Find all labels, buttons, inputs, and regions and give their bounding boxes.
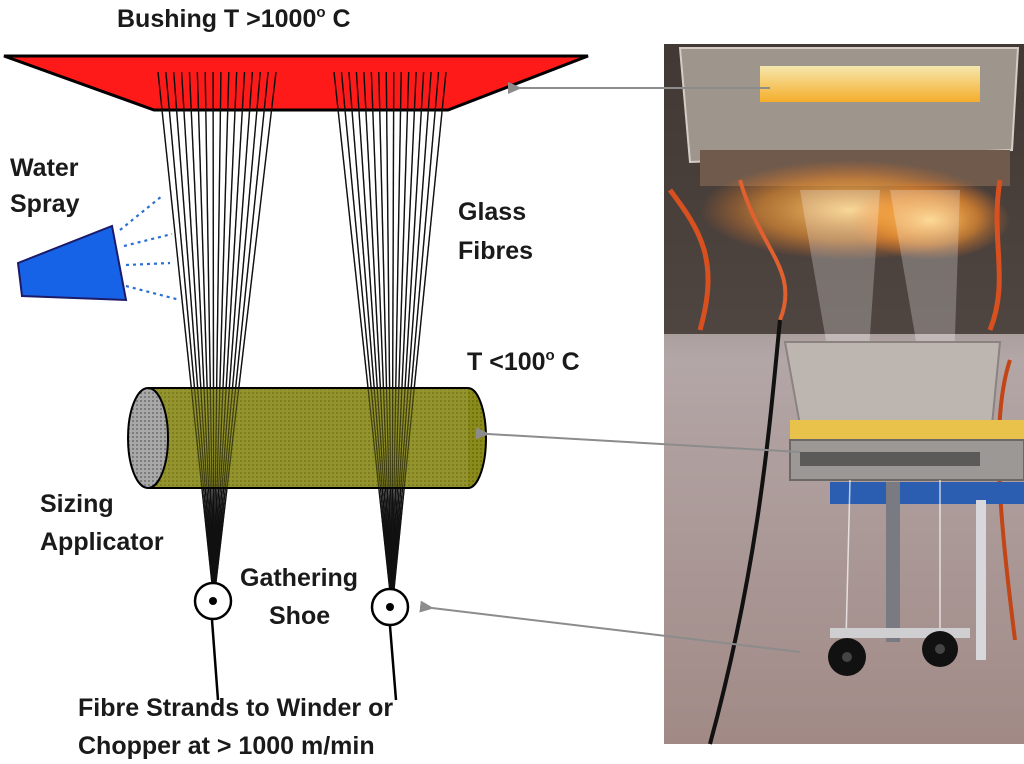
- glass-fibre: [348, 71, 392, 593]
- glass-fibre: [165, 71, 213, 585]
- gathering-shoe-roller-icon: [193, 581, 233, 701]
- glass-fibre: [392, 71, 440, 593]
- glass-fibre: [370, 71, 392, 593]
- glass-fibre: [213, 71, 238, 585]
- glass-fibre: [212, 71, 215, 585]
- applicator-arrow: [475, 427, 801, 453]
- glass-fibre: [392, 71, 425, 593]
- output-strands-label: Fibre Strands to Winder or Chopper at > …: [78, 694, 400, 760]
- glass-fibre: [214, 71, 253, 585]
- glass-fibre: [392, 71, 417, 593]
- water-spray-nozzle-icon: [16, 224, 128, 302]
- glass-fibre: [340, 71, 391, 593]
- glass-fibre: [213, 71, 222, 585]
- glass-fibre: [196, 71, 214, 585]
- water-spray-dots: [119, 195, 181, 302]
- glass-fibre: [204, 71, 215, 585]
- glass-fibre: [188, 71, 214, 585]
- sizing-applicator-cylinder: [127, 387, 487, 489]
- glass-fibre: [157, 71, 213, 585]
- glass-fibre: [213, 71, 230, 585]
- gathering-shoe-label: Gathering Shoe: [240, 564, 365, 630]
- water-spray-label: Water Spray: [10, 154, 85, 218]
- bushing-trapezoid: [3, 54, 589, 112]
- sizing-applicator-label: Sizing Applicator: [40, 490, 164, 556]
- glass-fibre: [392, 71, 432, 593]
- fibre-drawing-line-photo: [664, 44, 1024, 745]
- glass-fibre: [391, 71, 395, 593]
- glass-fibre: [363, 71, 392, 593]
- glass-fibre: [214, 71, 261, 585]
- glass-fibre: [215, 71, 277, 585]
- glass-fibre: [355, 71, 392, 593]
- callout-arrows: [419, 82, 801, 653]
- glass-fibre: [173, 71, 214, 585]
- glass-fibre: [333, 71, 391, 593]
- temperature-low-label: T <100o C: [467, 347, 580, 376]
- glass-fibres-label: Glass Fibres: [458, 198, 533, 265]
- glass-fibre: [214, 71, 269, 585]
- glass-fibre: [391, 71, 402, 593]
- glass-fibre: [385, 71, 393, 593]
- bushing-label: Bushing T >1000o C: [117, 4, 351, 33]
- glass-fibre: [214, 71, 246, 585]
- gathering-shoe-roller-icon: [370, 587, 410, 701]
- glass-fibre: [378, 71, 393, 593]
- glass-fibre: [391, 71, 410, 593]
- glass-fibre: [393, 71, 447, 593]
- glass-fibre: [181, 71, 214, 585]
- shoe-arrow: [419, 600, 801, 653]
